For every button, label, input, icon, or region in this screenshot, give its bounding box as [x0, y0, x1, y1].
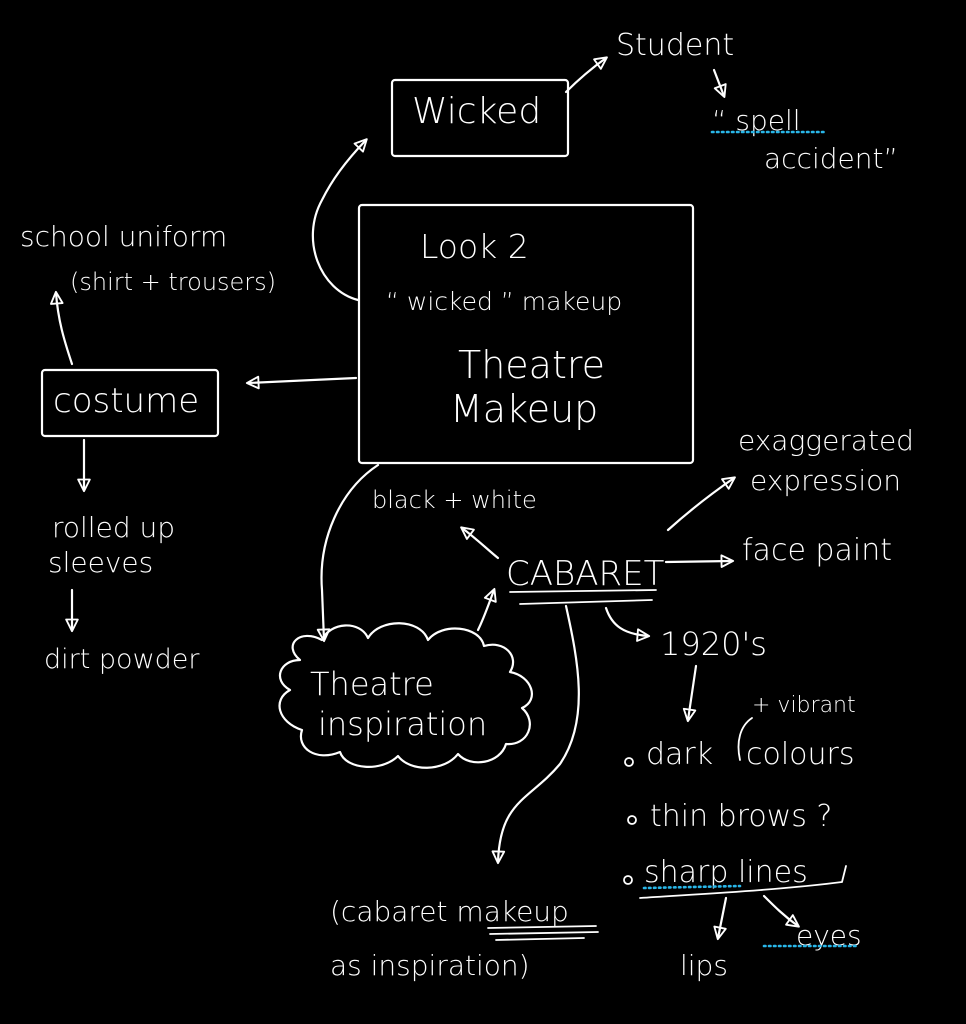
central-line-2: “ wicked ” makeup [386, 287, 622, 316]
arrow-cabaret-to-1920s [604, 606, 651, 642]
costume-node: costume [40, 368, 220, 438]
arrow-cabaret-to-blackwhite [460, 526, 500, 560]
arrow-lines-to-eyes [762, 894, 800, 928]
bullet-dark: dark colours [624, 737, 855, 772]
makeup-word: makeup [456, 895, 568, 928]
wicked-node: Wicked [390, 78, 570, 158]
cabaret-makeup-prefix: (cabaret [330, 895, 456, 928]
inspiration-cloud [278, 622, 533, 769]
theatre-inspiration-line-1: Theatre [310, 665, 434, 703]
arrow-central-to-inspiration [316, 463, 380, 643]
sleeves-label: sleeves [48, 546, 153, 579]
arrow-cabaret-to-makeup [491, 604, 580, 865]
arrow-student-to-spell [712, 68, 727, 99]
arrow-central-to-costume [245, 375, 358, 390]
makeup-underline-3 [495, 937, 585, 941]
wicked-label: Wicked [412, 91, 541, 132]
thin-brows-label: thin brows ? [650, 799, 832, 834]
costume-label: costume [53, 381, 199, 421]
cabaret-label: CABARET [506, 554, 665, 594]
rolled-up-label: rolled up [52, 511, 175, 544]
dark-label: dark [646, 737, 713, 772]
sharp-lines-underline [639, 865, 847, 899]
colours-label: colours [746, 737, 855, 772]
arrow-inspiration-to-cabaret [476, 587, 497, 632]
expression-label: expression [750, 464, 901, 497]
1920s-label: 1920's [660, 625, 767, 663]
bullet-thin-brows: thin brows ? [627, 799, 832, 834]
arrow-costume-to-uniform [50, 290, 74, 366]
arrow-1920s-to-list [682, 664, 698, 723]
cabaret-underline-2 [519, 599, 653, 605]
wicked-box [390, 78, 570, 158]
central-line-3: Theatre [458, 343, 605, 387]
spellcheck-sharp [642, 884, 742, 890]
central-box [357, 203, 695, 465]
face-paint-label: face paint [742, 533, 892, 568]
central-line-1: Look 2 [420, 227, 529, 266]
bullet-dot [627, 815, 637, 825]
sharp-lines-label: sharp lines [644, 855, 808, 890]
theatre-inspiration-line-2: inspiration [318, 705, 487, 743]
school-uniform-label: school uniform [20, 220, 227, 253]
cabaret-makeup-line-1: (cabaret makeup [330, 895, 569, 928]
central-node: Look 2 “ wicked ” makeup Theatre Makeup [357, 203, 695, 465]
vibrant-label: + vibrant [752, 693, 856, 718]
arrow-lines-to-lips [713, 896, 728, 941]
arrow-central-to-wicked [311, 138, 368, 302]
arrow-cabaret-to-expression [666, 476, 736, 532]
black-white-label: black + white [372, 486, 537, 514]
bullet-dot [624, 757, 634, 767]
accident-label: accident” [764, 142, 898, 175]
arrow-wicked-to-student [564, 56, 608, 94]
lips-label: lips [680, 949, 728, 982]
bullet-sharp-lines: sharp lines [623, 855, 847, 899]
exaggerated-label: exaggerated [738, 424, 914, 457]
central-line-4: Makeup [450, 387, 598, 431]
costume-box [40, 368, 220, 438]
makeup-underline-2 [489, 931, 599, 935]
shirt-trousers-label: (shirt + trousers) [70, 268, 276, 296]
arrow-cabaret-to-facepaint [664, 554, 735, 568]
student-label: Student [616, 28, 734, 63]
cabaret-makeup-line-2: as inspiration) [330, 949, 530, 982]
bullet-dot [623, 875, 633, 885]
vibrant-bracket [737, 717, 753, 761]
cabaret-underline-1 [509, 589, 657, 593]
dirt-powder-label: dirt powder [44, 644, 200, 675]
makeup-underline-1 [487, 925, 597, 929]
